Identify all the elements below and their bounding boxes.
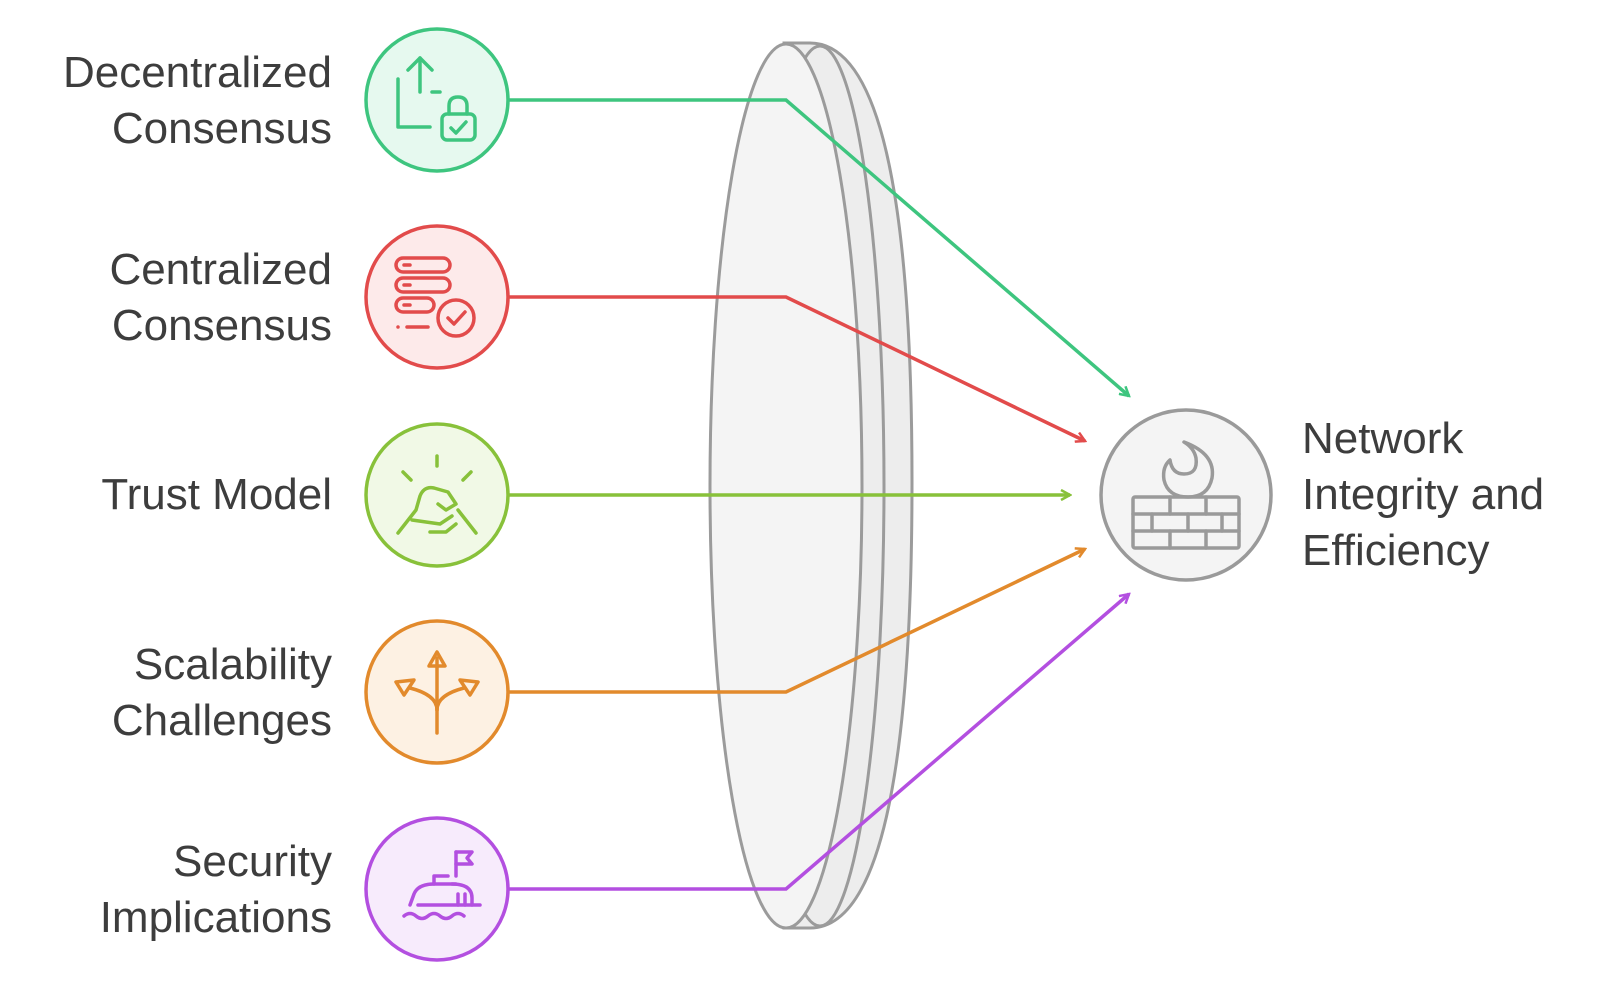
flag-building-icon <box>402 850 482 921</box>
connector-centralized <box>496 295 1085 441</box>
node-trust-model <box>364 422 510 568</box>
handshake-icon <box>396 454 478 535</box>
node-decentralized-consensus <box>364 27 510 173</box>
label-line: Implications <box>99 893 332 942</box>
label-line: Scalability <box>133 640 332 689</box>
label-line: Decentralized <box>62 48 332 97</box>
node-network-integrity <box>1099 408 1273 582</box>
label-line: Network <box>1302 414 1464 463</box>
node-security-implications <box>364 816 510 962</box>
label-line: Trust Model <box>101 470 332 519</box>
server-check-icon <box>394 256 476 338</box>
label-network-integrity: Network Integrity and Efficiency <box>1302 411 1544 579</box>
label-line: Centralized <box>109 245 332 294</box>
connector-security <box>496 594 1129 891</box>
label-line: Security <box>173 837 332 886</box>
firewall-icon <box>1131 440 1241 550</box>
label-trust-model: Trust Model <box>101 467 332 523</box>
label-centralized-consensus: Centralized Consensus <box>109 242 332 354</box>
node-scalability-challenges <box>364 619 510 765</box>
label-security-implications: Security Implications <box>100 834 332 946</box>
label-line: Consensus <box>111 104 332 153</box>
connector-decentralized <box>496 98 1129 396</box>
branching-arrows-icon <box>394 650 480 735</box>
node-centralized-consensus <box>364 224 510 370</box>
upload-lock-icon <box>396 56 477 142</box>
label-line: Integrity and <box>1302 470 1545 519</box>
label-scalability-challenges: Scalability Challenges <box>112 637 332 749</box>
connectors <box>496 98 1129 891</box>
label-decentralized-consensus: Decentralized Consensus <box>63 45 332 157</box>
lens-face <box>708 42 864 930</box>
label-line: Consensus <box>111 301 332 350</box>
label-line: Efficiency <box>1302 526 1490 575</box>
connector-scalability <box>496 549 1085 694</box>
lens <box>708 41 914 930</box>
label-line: Challenges <box>111 696 332 745</box>
